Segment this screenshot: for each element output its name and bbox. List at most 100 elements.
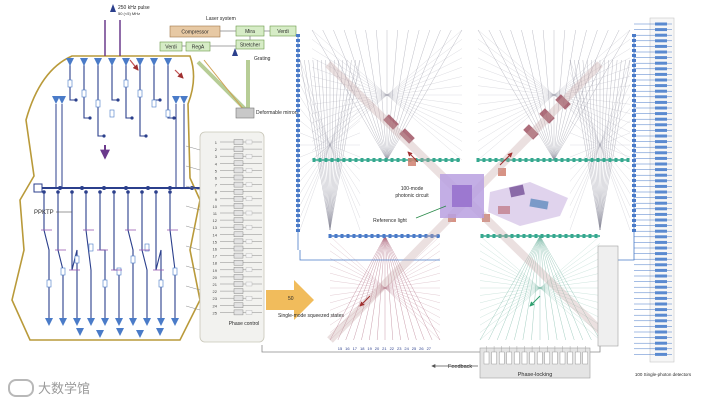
- phase-shifter: [234, 175, 243, 180]
- phase-element: [246, 310, 252, 314]
- phase-shifter: [234, 282, 243, 287]
- watermark-text: 大数学馆: [38, 378, 90, 397]
- feed-line: [186, 166, 200, 170]
- detector-element: [655, 51, 667, 54]
- detector-element: [655, 353, 667, 356]
- node-top: [130, 116, 133, 119]
- node-bottom: [140, 190, 144, 194]
- bottom-channel-number: 25: [412, 346, 417, 351]
- detector-element: [655, 247, 667, 250]
- bottom-channel-number: 27: [427, 346, 432, 351]
- channel-number: 19: [213, 268, 218, 273]
- squeezed-states-arrow: 50 Single-mode squeezed states: [266, 280, 344, 320]
- detector-element: [655, 168, 667, 171]
- node-bottom: [56, 190, 60, 194]
- phase-shifter: [234, 296, 243, 301]
- ppktp-group: PPKTP: [34, 210, 72, 216]
- verdi-left-label: Verdi: [165, 45, 176, 51]
- single-photon-detectors: 100 Single-photon detectors: [634, 18, 692, 377]
- detector-element: [655, 185, 667, 188]
- mesh-port: [457, 158, 460, 162]
- central-chip-core: [452, 185, 472, 207]
- detector-element: [655, 252, 667, 255]
- node-top: [172, 116, 175, 119]
- mesh-port: [489, 158, 492, 162]
- phase-shifter: [234, 274, 243, 279]
- crystal-bottom: [131, 256, 135, 263]
- source-cone-top: [108, 58, 116, 66]
- phase-shifter: [234, 182, 243, 187]
- crystal-bottom: [89, 244, 93, 251]
- source-cone-lower: [156, 328, 164, 336]
- phase-element: [246, 197, 252, 201]
- phase-element: [246, 282, 252, 286]
- mesh-port: [349, 158, 352, 162]
- detector-element: [655, 331, 667, 334]
- detector-element: [655, 95, 667, 98]
- deformable-mirror: [236, 108, 254, 118]
- phase-shifter: [234, 203, 243, 208]
- source-cone-top: [136, 58, 144, 66]
- mesh-port: [335, 234, 338, 238]
- mesh-port: [395, 234, 398, 238]
- feed-line: [186, 146, 200, 150]
- mesh-port: [583, 234, 586, 238]
- node-bottom: [70, 190, 74, 194]
- channel-number: 17: [213, 254, 218, 259]
- mesh-port: [577, 234, 580, 238]
- detector-element: [655, 135, 667, 138]
- phase-shifter: [234, 196, 243, 201]
- phase-element: [246, 211, 252, 215]
- crystal-top: [96, 100, 100, 107]
- detector-element: [655, 112, 667, 115]
- mesh-port: [493, 234, 496, 238]
- mesh-port: [377, 234, 380, 238]
- mesh-port: [561, 158, 564, 162]
- mesh-port: [379, 158, 382, 162]
- verdi-top-label: Verdi: [277, 29, 288, 35]
- watermark: 大数学馆: [8, 378, 90, 397]
- phase-locking-detector: [583, 352, 588, 364]
- source-cone-bottom: [73, 318, 81, 326]
- photonic-circuit: 100-mode photonic circuit Reference ligh…: [296, 22, 636, 340]
- source-cone-bottom: [171, 318, 179, 326]
- crystal-top: [110, 110, 114, 117]
- node-bottom: [154, 190, 158, 194]
- waveguide-bottom: [100, 192, 105, 320]
- source-cone-top: [150, 58, 158, 66]
- phase-shifter: [234, 211, 243, 216]
- mesh-port: [597, 158, 600, 162]
- waveguide-top: [140, 64, 146, 136]
- mesh-port: [481, 234, 484, 238]
- detector-element: [655, 191, 667, 194]
- phase-shifter: [234, 239, 243, 244]
- phase-locking-detector: [507, 352, 512, 364]
- channel-number: 21: [213, 282, 218, 287]
- source-cone-top: [94, 58, 102, 66]
- source-cone-bottom: [101, 318, 109, 326]
- channel-number: 18: [213, 261, 218, 266]
- channel-number: 14: [213, 232, 218, 237]
- source-cone-top: [164, 58, 172, 66]
- mesh-port: [519, 158, 522, 162]
- detector-element: [655, 146, 667, 149]
- phase-shifter: [234, 161, 243, 166]
- source-cone-lower: [96, 330, 104, 338]
- mesh-port: [609, 158, 612, 162]
- crystal-bottom: [117, 268, 121, 275]
- source-cone-bottom: [157, 318, 165, 326]
- mesh-port: [487, 234, 490, 238]
- source-cone-bottom: [59, 318, 67, 326]
- source-cone-bottom: [87, 318, 95, 326]
- node-bottom: [168, 190, 172, 194]
- waveguide-bottom: [58, 192, 63, 320]
- detector-element: [655, 174, 667, 177]
- detector-element: [655, 28, 667, 31]
- mesh-port: [595, 234, 598, 238]
- stretcher-label: Stretcher: [240, 43, 261, 49]
- mesh-port: [359, 234, 362, 238]
- crystal-top: [124, 80, 128, 87]
- mesh-port: [541, 234, 544, 238]
- phase-locking-detector: [492, 352, 497, 364]
